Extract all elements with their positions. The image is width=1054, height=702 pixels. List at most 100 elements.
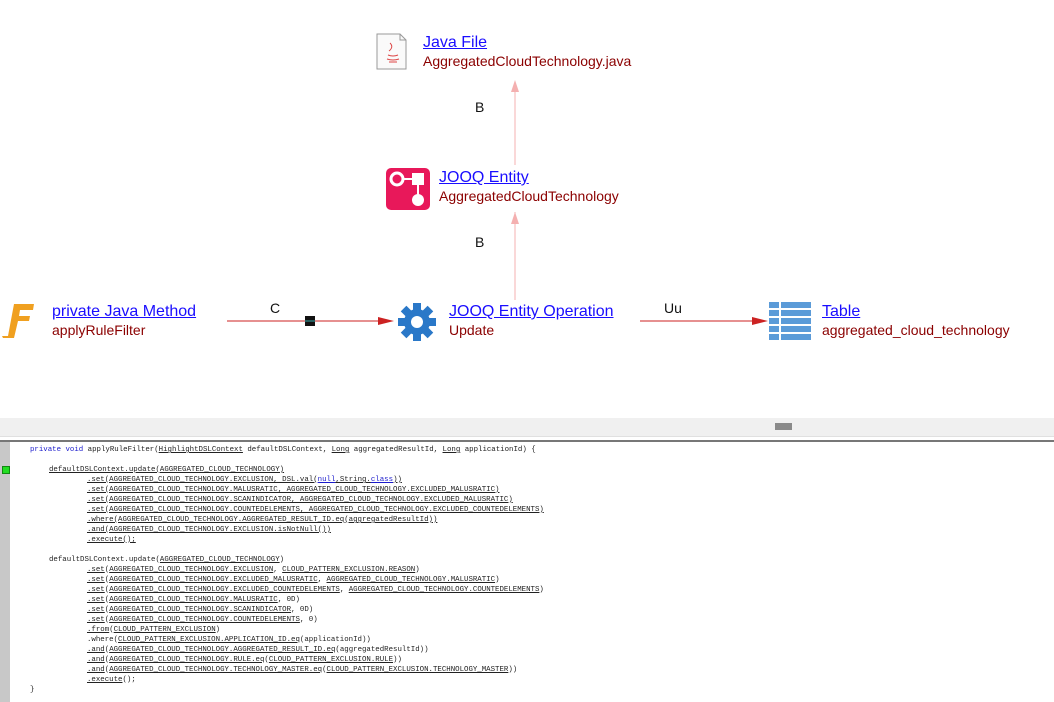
code-token: AGGREGATED_CLOUD_TECHNOLOGY.AGGREGATED_R… [109,646,336,654]
code-line: defaultDSLContext.update(AGGREGATED_CLOU… [49,555,284,565]
code-line: .set(AGGREGATED_CLOUD_TECHNOLOGY.SCANIND… [87,495,513,505]
node-type-link[interactable]: JOOQ Entity Operation [449,303,614,320]
node-type-link[interactable]: JOOQ Entity [439,169,529,186]
code-token: .set [87,566,105,574]
arrowhead [752,317,768,325]
node-table[interactable]: Table aggregated_cloud_technology [769,302,1010,342]
code-token: .set [87,606,105,614]
code-token: (); [122,676,136,684]
code-line: .set(AGGREGATED_CLOUD_TECHNOLOGY.EXCLUSI… [87,475,402,485]
code-token: .and [87,666,105,674]
code-token: .set(AGGREGATED_CLOUD_TECHNOLOGY.COUNTED… [87,506,544,514]
code-token: applyRuleFilter( [87,446,159,454]
node-jooq-operation[interactable]: JOOQ Entity Operation Update [397,302,614,342]
code-token: ) [215,626,221,634]
code-line: .and(AGGREGATED_CLOUD_TECHNOLOGY.RULE.eq… [87,655,402,665]
splitter-handle[interactable] [775,423,792,430]
code-token: AGGREGATED_CLOUD_TECHNOLOGY.EXCLUDED_COU… [109,586,340,594]
code-token: .and(AGGREGATED_CLOUD_TECHNOLOGY.EXCLUSI… [87,526,331,534]
node-java-file[interactable]: Java File AggregatedCloudTechnology.java [376,33,631,71]
code-token: AGGREGATED_CLOUD_TECHNOLOGY.SCANINDICATO… [109,606,292,614]
code-token: ( [104,606,110,614]
code-token: ( [104,616,110,624]
code-token: ( [104,596,110,604]
code-line: .execute(); [87,675,136,685]
code-token: ( [109,626,114,634]
code-token: , 0D) [291,606,314,614]
node-name: AggregatedCloudTechnology [439,188,619,204]
code-token: .set(AGGREGATED_CLOUD_TECHNOLOGY.EXCLUSI… [87,476,318,484]
node-type-link[interactable]: Java File [423,34,488,51]
code-token: AGGREGATED_CLOUD_TECHNOLOGY.COUNTEDELEME… [109,616,300,624]
code-token: ( [104,566,110,574]
code-line: .and(AGGREGATED_CLOUD_TECHNOLOGY.AGGREGA… [87,645,429,655]
code-token: .execute [87,676,123,684]
node-name: applyRuleFilter [52,322,146,338]
code-token: .set [87,576,105,584]
code-token: aggregatedResultId, [349,446,443,454]
node-java-method[interactable]: private Java Method applyRuleFilter [0,302,196,340]
code-line: .set(AGGREGATED_CLOUD_TECHNOLOGY.EXCLUSI… [87,565,420,575]
graph-edges [227,80,768,326]
code-line: private void applyRuleFilter(HighlightDS… [30,445,536,455]
code-token: ) [279,556,285,564]
node-name: Update [449,322,495,338]
code-token: .set [87,596,105,604]
code-token: CLOUD_PATTERN_EXCLUSION [113,626,216,634]
code-token: HighlightDSLContext [158,446,243,454]
panel-splitter[interactable] [0,418,1054,437]
code-line: .set(AGGREGATED_CLOUD_TECHNOLOGY.EXCLUDE… [87,575,500,585]
edge-label: B [475,99,485,115]
table-icon [769,302,811,340]
edge-label: C [270,300,281,316]
code-token: .set(AGGREGATED_CLOUD_TECHNOLOGY.SCANIND… [87,496,513,504]
java-file-icon [376,33,407,70]
code-line: .and(AGGREGATED_CLOUD_TECHNOLOGY.TECHNOL… [87,665,517,675]
code-token: CLOUD_PATTERN_EXCLUSION.REASON [282,566,416,574]
code-token: ( [104,586,110,594]
code-token: } [30,686,35,694]
code-token: )) [393,476,402,484]
code-line: .set(AGGREGATED_CLOUD_TECHNOLOGY.COUNTED… [87,615,318,625]
code-token: ) [415,566,420,574]
code-token: ( [104,656,110,664]
code-line: .set(AGGREGATED_CLOUD_TECHNOLOGY.EXCLUDE… [87,585,544,595]
code-token: private void [30,446,88,454]
code-token: , [317,576,327,584]
node-type-link[interactable]: private Java Method [52,303,197,320]
arrowhead [378,317,394,325]
code-token: .and [87,646,105,654]
code-token: null [317,476,336,484]
code-token: defaultDSLContext, [242,446,332,454]
code-token: Long [442,446,461,454]
code-token: , [339,586,349,594]
code-token: defaultDSLContext.update(AGGREGATED_CLOU… [49,466,285,474]
code-token: (applicationId)) [299,636,371,644]
code-token: .set [87,616,105,624]
code-line: } [30,685,34,695]
code-token: CLOUD_PATTERN_EXCLUSION.APPLICATION_ID.e… [118,636,300,644]
code-line: .set(AGGREGATED_CLOUD_TECHNOLOGY.MALUSRA… [87,485,499,495]
node-type-link[interactable]: Table [822,303,861,320]
code-token: (aggregatedResultId)) [335,646,429,654]
node-jooq-entity[interactable]: JOOQ Entity AggregatedCloudTechnology [386,168,619,210]
code-token: , 0D) [277,596,300,604]
code-line: .where(CLOUD_PATTERN_EXCLUSION.APPLICATI… [87,635,371,645]
gear-icon [398,303,436,341]
code-token: CLOUD_PATTERN_EXCLUSION.TECHNOLOGY_MASTE… [326,666,509,674]
code-token: ,String. [335,476,371,484]
highlight-marker[interactable] [2,466,10,474]
divider [0,440,1054,442]
code-line: .where(AGGREGATED_CLOUD_TECHNOLOGY.AGGRE… [87,515,437,525]
edge-label: Uu [664,300,682,316]
code-token: class [370,476,394,484]
code-token: ( [264,656,269,664]
code-token: ( [104,666,110,674]
code-token: ( [104,576,110,584]
code-token: ( [104,646,110,654]
jooq-entity-icon [386,168,430,210]
code-token: .set [87,586,105,594]
code-token: )) [508,666,518,674]
code-token: AGGREGATED_CLOUD_TECHNOLOGY.RULE.eq [109,656,265,664]
code-line: defaultDSLContext.update(AGGREGATED_CLOU… [49,465,284,475]
